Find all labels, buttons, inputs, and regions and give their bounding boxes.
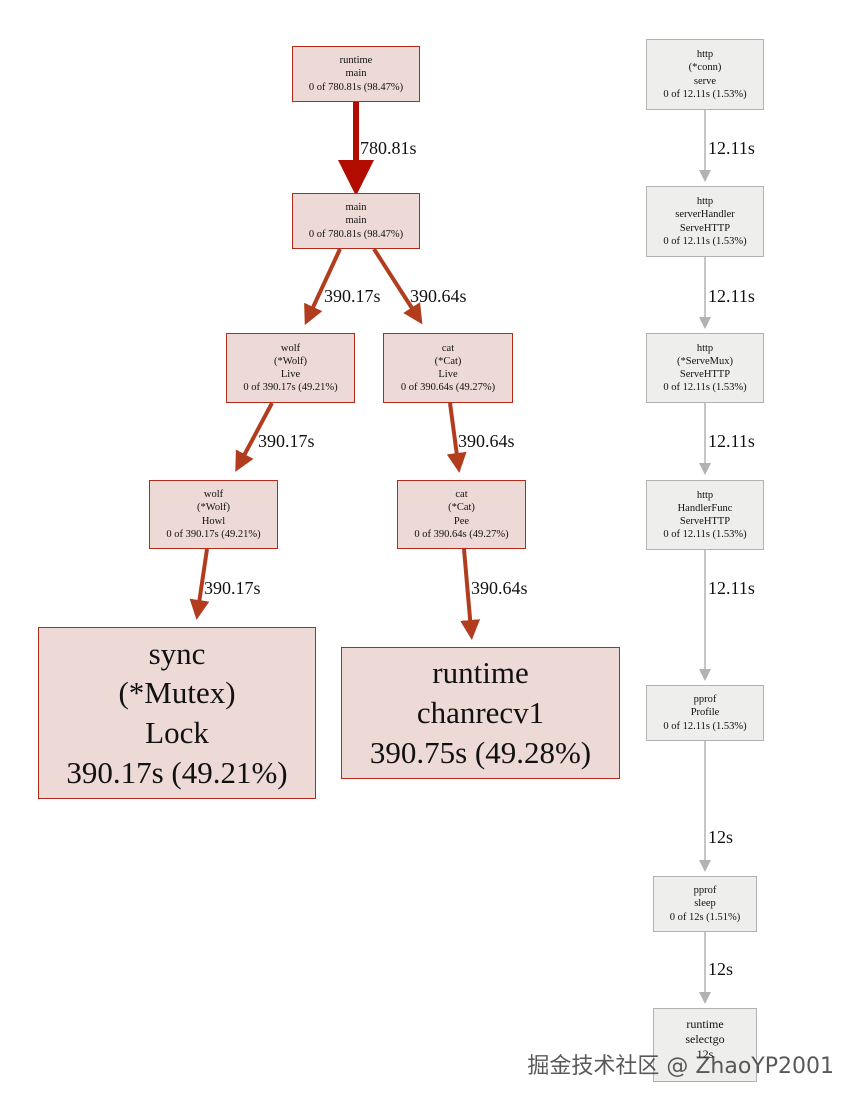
edge-label-runtime-main-to-main-main: 780.81s [360, 138, 417, 158]
node-runtime-main-stats: 0 of 780.81s (98.47%) [308, 81, 404, 93]
edge-label-wolf-live-to-wolf-howl: 390.17s [258, 431, 315, 451]
edge-label-pprof-sleep-to-runtime-selectgo: 12s [708, 959, 734, 979]
edge-label-main-main-to-wolf-live: 390.17s [324, 286, 381, 306]
node-http-handlerfunc-type: HandlerFunc [677, 502, 733, 514]
node-pprof-sleep-func: sleep [694, 898, 716, 910]
node-wolf-live-recv: (*Wolf) [274, 355, 307, 367]
edge-label-serverhandler-to-servemux: 12.11s [708, 286, 755, 306]
node-runtime-selectgo[interactable]: runtime selectgo 12s [653, 1008, 757, 1082]
node-runtime-chanrecv1-pkg: runtime [432, 655, 529, 691]
edge-label-handlerfunc-to-pprof-profile: 12.11s [708, 578, 755, 598]
node-pprof-profile-pkg: pprof [693, 694, 717, 706]
node-cat-live-pkg: cat [441, 342, 455, 354]
node-pprof-sleep-stats: 0 of 12s (1.51%) [669, 911, 741, 923]
node-cat-pee-func: Pee [453, 515, 470, 527]
node-http-handlerfunc[interactable]: http HandlerFunc ServeHTTP 0 of 12.11s (… [646, 480, 764, 550]
node-cat-live[interactable]: cat (*Cat) Live 0 of 390.64s (49.27%) [383, 333, 513, 403]
node-cat-pee-recv: (*Cat) [448, 502, 475, 514]
node-http-handlerfunc-pkg: http [696, 489, 714, 501]
edge-label-wolf-howl-to-sync-mutex-lock: 390.17s [204, 578, 261, 598]
edge-main-main-to-cat-live [372, 247, 423, 325]
node-cat-pee-stats: 0 of 390.64s (49.27%) [414, 528, 509, 540]
node-cat-pee[interactable]: cat (*Cat) Pee 0 of 390.64s (49.27%) [397, 480, 526, 549]
edge-label-cat-pee-to-runtime-chanrecv1: 390.64s [471, 578, 528, 598]
node-sync-mutex-lock[interactable]: sync (*Mutex) Lock 390.17s (49.21%) [38, 627, 316, 799]
node-wolf-howl-stats: 0 of 390.17s (49.21%) [166, 528, 261, 540]
edge-label-cat-live-to-cat-pee: 390.64s [458, 431, 515, 451]
node-runtime-chanrecv1[interactable]: runtime chanrecv1 390.75s (49.28%) [341, 647, 620, 779]
node-sync-mutex-lock-pkg: sync [148, 635, 206, 671]
node-runtime-main-pkg: runtime [339, 55, 373, 67]
node-cat-live-func: Live [438, 369, 458, 380]
node-http-conn-serve[interactable]: http (*conn) serve 0 of 12.11s (1.53%) [646, 39, 764, 110]
node-http-conn-serve-pkg: http [696, 49, 714, 61]
node-http-servemux-pkg: http [696, 342, 714, 354]
node-wolf-howl-recv: (*Wolf) [197, 502, 230, 514]
node-http-serverhandler[interactable]: http serverHandler ServeHTTP 0 of 12.11s… [646, 186, 764, 257]
node-pprof-sleep[interactable]: pprof sleep 0 of 12s (1.51%) [653, 876, 757, 932]
node-wolf-live-func: Live [280, 369, 301, 380]
node-main-main[interactable]: main main 0 of 780.81s (98.47%) [292, 193, 420, 249]
node-http-handlerfunc-func: ServeHTTP [679, 516, 731, 527]
node-main-main-stats: 0 of 780.81s (98.47%) [308, 228, 404, 240]
edge-label-main-main-to-cat-live: 390.64s [410, 286, 467, 306]
node-http-serverhandler-stats: 0 of 12.11s (1.53%) [663, 235, 747, 247]
node-wolf-live-stats: 0 of 390.17s (49.21%) [243, 382, 338, 394]
node-wolf-howl[interactable]: wolf (*Wolf) Howl 0 of 390.17s (49.21%) [149, 480, 278, 549]
edge-wolf-howl-to-sync-mutex-lock [189, 548, 210, 620]
node-runtime-main-func: main [345, 68, 367, 80]
node-runtime-main[interactable]: runtime main 0 of 780.81s (98.47%) [292, 46, 420, 102]
node-http-serverhandler-func: ServeHTTP [679, 222, 731, 234]
node-runtime-chanrecv1-stats: 390.75s (49.28%) [369, 734, 592, 770]
node-pprof-profile[interactable]: pprof Profile 0 of 12.11s (1.53%) [646, 685, 764, 741]
edge-label-servemux-to-handlerfunc: 12.11s [708, 431, 755, 451]
node-pprof-profile-stats: 0 of 12.11s (1.53%) [663, 720, 747, 732]
node-cat-live-recv: (*Cat) [434, 355, 462, 367]
node-wolf-live-pkg: wolf [280, 342, 301, 354]
node-cat-live-stats: 0 of 390.64s (49.27%) [400, 382, 496, 394]
node-runtime-selectgo-func: selectgo [685, 1032, 725, 1046]
node-runtime-selectgo-pkg: runtime [686, 1017, 724, 1031]
node-http-servemux-func: ServeHTTP [679, 369, 731, 380]
edge-wolf-live-to-wolf-howl [235, 402, 274, 472]
node-main-main-func: main [345, 215, 367, 227]
edge-label-http-conn-serve-to-serverhandler: 12.11s [708, 138, 755, 158]
node-runtime-chanrecv1-func: chanrecv1 [416, 695, 545, 731]
edge-cat-pee-to-runtime-chanrecv1 [460, 548, 481, 640]
node-pprof-profile-func: Profile [690, 707, 720, 719]
node-http-handlerfunc-stats: 0 of 12.11s (1.53%) [663, 529, 747, 541]
node-main-main-pkg: main [345, 202, 367, 214]
node-http-serverhandler-type: serverHandler [675, 209, 735, 221]
node-sync-mutex-lock-stats: 390.17s (49.21%) [66, 754, 288, 790]
node-cat-pee-pkg: cat [455, 489, 468, 501]
node-sync-mutex-lock-func: Lock [145, 715, 209, 750]
node-sync-mutex-lock-recv: (*Mutex) [118, 675, 236, 711]
node-wolf-live[interactable]: wolf (*Wolf) Live 0 of 390.17s (49.21%) [226, 333, 355, 403]
edge-cat-live-to-cat-pee [446, 402, 467, 473]
node-pprof-sleep-pkg: pprof [693, 885, 717, 897]
edge-main-main-to-wolf-live [304, 248, 342, 326]
watermark-text: 掘金技术社区 @ ZhaoYP2001 [527, 1054, 834, 1079]
node-http-serverhandler-pkg: http [696, 196, 714, 208]
node-wolf-howl-func: Howl [201, 515, 226, 527]
node-http-servemux-recv: (*ServeMux) [677, 355, 733, 367]
node-wolf-howl-pkg: wolf [203, 489, 224, 501]
edge-label-pprof-profile-to-pprof-sleep: 12s [708, 827, 734, 847]
node-http-conn-serve-stats: 0 of 12.11s (1.53%) [663, 88, 747, 100]
node-http-servemux-stats: 0 of 12.11s (1.53%) [663, 382, 747, 394]
node-http-servemux[interactable]: http (*ServeMux) ServeHTTP 0 of 12.11s (… [646, 333, 764, 403]
node-runtime-selectgo-stats: 12s [696, 1047, 714, 1061]
node-http-conn-serve-func: serve [693, 75, 717, 87]
node-http-conn-serve-recv: (*conn) [688, 62, 722, 74]
